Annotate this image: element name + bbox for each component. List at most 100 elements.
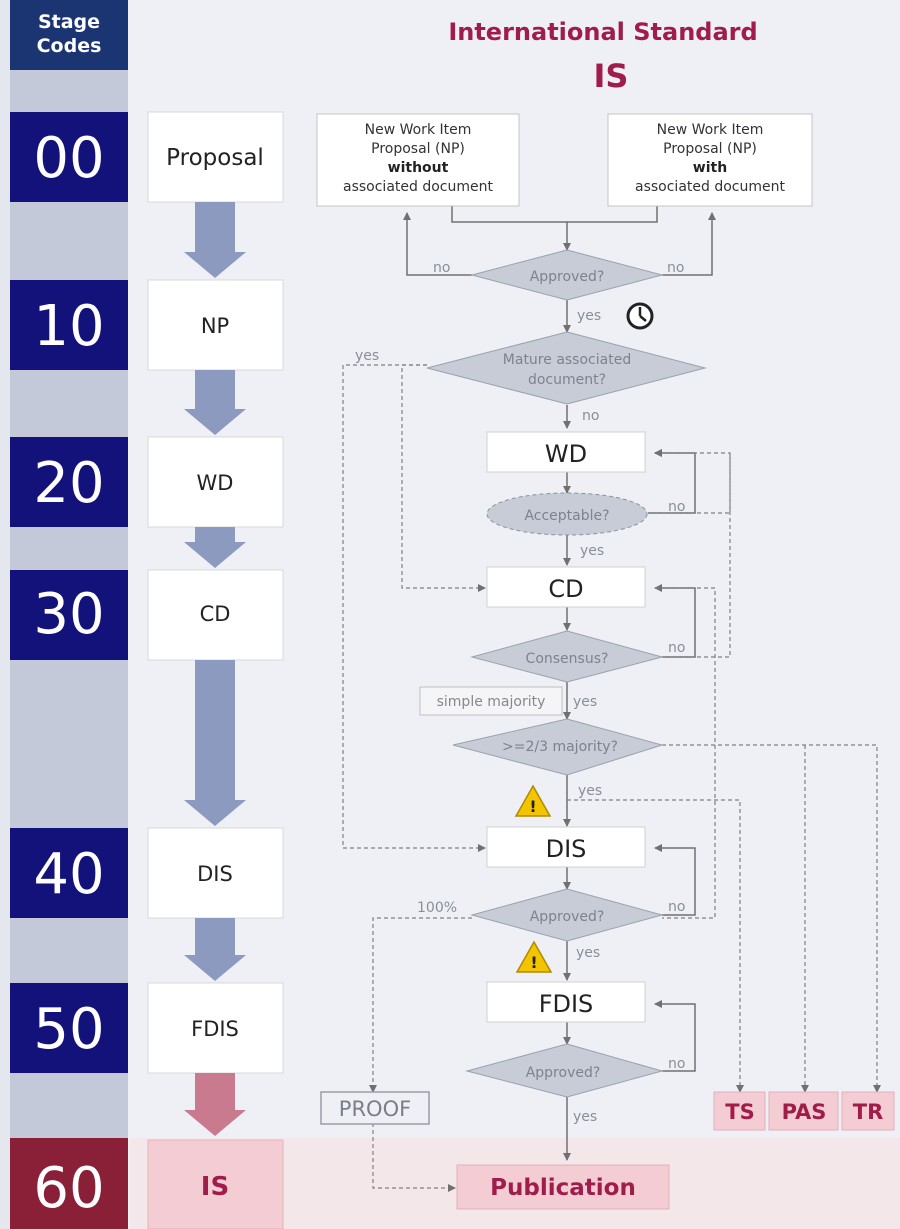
consensus-label: Consensus? xyxy=(526,651,609,667)
stage-label-10: NP xyxy=(201,314,229,338)
no-label-right-np: no xyxy=(667,260,684,276)
stage-box-50 xyxy=(147,982,284,1074)
stage-code-block-50 xyxy=(10,983,128,1073)
stage-code-40: 40 xyxy=(33,842,104,907)
stage-code-30: 30 xyxy=(33,582,104,647)
simple-majority-label: simple majority xyxy=(437,694,546,710)
proof-box xyxy=(320,1091,430,1125)
two-thirds-label: >=2/3 majority? xyxy=(502,739,618,755)
branch-labels: no no yes yes no no yes no yes yes 100% … xyxy=(355,260,685,1125)
approved-dis-label: Approved? xyxy=(530,909,605,925)
publication-box xyxy=(456,1164,670,1210)
proof-label: PROOF xyxy=(339,1097,411,1121)
stage-box-00 xyxy=(147,111,284,203)
yes-label-mature: yes xyxy=(355,348,379,364)
warning-icon: ! xyxy=(515,940,553,973)
ts-box xyxy=(713,1091,766,1131)
yes-label-two-thirds: yes xyxy=(578,783,602,799)
stage-code-block-60 xyxy=(10,1138,128,1229)
stage-code-block-20 xyxy=(10,437,128,527)
tr-label: TR xyxy=(853,1100,884,1124)
stage-code-60: 60 xyxy=(33,1156,104,1221)
stage-label-40: DIS xyxy=(197,862,233,886)
simple-majority-box xyxy=(419,686,563,716)
pas-label: PAS xyxy=(782,1100,827,1124)
np-without-line4: associated document xyxy=(343,179,493,195)
stage-label-00: Proposal xyxy=(166,145,264,171)
np-with-box xyxy=(607,113,813,207)
yes-label-fdis: yes xyxy=(573,1109,597,1125)
stage-box-30 xyxy=(147,569,284,661)
dashed-connectors xyxy=(342,364,881,1192)
wd-box-label: WD xyxy=(545,440,587,468)
approved-fdis-diamond xyxy=(465,1043,664,1098)
yes-label-dis: yes xyxy=(576,945,600,961)
stage-codes-line2: Codes xyxy=(37,35,102,57)
stage-label-30: CD xyxy=(200,602,231,626)
wd-box xyxy=(486,431,646,473)
stage-label-60: IS xyxy=(201,1172,229,1202)
stage-box-20 xyxy=(147,436,284,528)
acceptable-label: Acceptable? xyxy=(524,508,609,524)
diagram-title: International Standard xyxy=(448,18,757,46)
stage-flow-arrow xyxy=(184,202,246,278)
stage-box-10 xyxy=(147,279,284,371)
publication-label: Publication xyxy=(490,1175,636,1201)
np-with-line3: with xyxy=(693,160,727,176)
consensus-diamond xyxy=(470,630,664,683)
acceptable-ellipse xyxy=(486,492,648,536)
stage-flow-arrow xyxy=(184,660,246,826)
approved-fdis-label: Approved? xyxy=(526,1065,601,1081)
yes-label-consensus: yes xyxy=(573,694,597,710)
fdis-box-label: FDIS xyxy=(539,990,594,1018)
approved-np-diamond xyxy=(470,249,664,301)
no-label-acceptable: no xyxy=(668,499,685,515)
no-label-dis: no xyxy=(668,899,685,915)
dis-box-label: DIS xyxy=(546,835,587,863)
stage-code-block-30 xyxy=(10,570,128,660)
stage-rows: 00 Proposal 10 NP 20 WD 30 CD 40 DIS 50 FDIS 60 IS xyxy=(10,111,284,1229)
stage-code-20: 20 xyxy=(33,451,104,516)
stage-flow-arrows xyxy=(184,202,246,1136)
approved-np-label: Approved? xyxy=(530,269,605,285)
no-label-left-np: no xyxy=(433,260,450,276)
np-without-box xyxy=(316,113,520,207)
diagram-subtitle: IS xyxy=(594,57,629,95)
mature-document-diamond xyxy=(426,331,707,405)
stage-flow-arrow xyxy=(184,918,246,981)
svg-text:!: ! xyxy=(530,953,537,972)
stage-code-block-10 xyxy=(10,280,128,370)
stage-code-50: 50 xyxy=(33,997,104,1062)
mature-label-line1: Mature associated xyxy=(503,352,631,368)
clock-icon xyxy=(626,302,654,330)
mature-label-line2: document? xyxy=(528,372,606,388)
stage-flow-arrow xyxy=(184,527,246,568)
stage-label-50: FDIS xyxy=(191,1017,239,1041)
ts-label: TS xyxy=(725,1100,754,1124)
yes-label-np: yes xyxy=(577,308,601,324)
np-without-line3: without xyxy=(388,160,449,176)
stage-flow-arrow xyxy=(184,370,246,435)
stage-code-10: 10 xyxy=(33,294,104,359)
np-without-line2: Proposal (NP) xyxy=(371,141,465,157)
np-with-line4: associated document xyxy=(635,179,785,195)
cd-box-label: CD xyxy=(548,575,583,603)
yes-label-acceptable: yes xyxy=(580,543,604,559)
stage-codes-header xyxy=(10,0,128,70)
tr-box xyxy=(841,1091,895,1131)
dis-box xyxy=(486,826,646,868)
no-label-fdis: no xyxy=(668,1056,685,1072)
np-without-line1: New Work Item xyxy=(365,122,472,138)
stage-code-block-40 xyxy=(10,828,128,918)
approved-dis-diamond xyxy=(470,888,664,942)
fdis-box xyxy=(486,981,646,1023)
stage-code-00: 00 xyxy=(33,126,104,191)
cd-box xyxy=(486,566,646,608)
stage-flow-arrow xyxy=(184,1073,246,1136)
stage-label-20: WD xyxy=(197,471,234,495)
stage-box-60 xyxy=(147,1139,284,1229)
hundred-percent-label: 100% xyxy=(417,900,457,916)
stage-codes-line1: Stage xyxy=(38,11,100,33)
